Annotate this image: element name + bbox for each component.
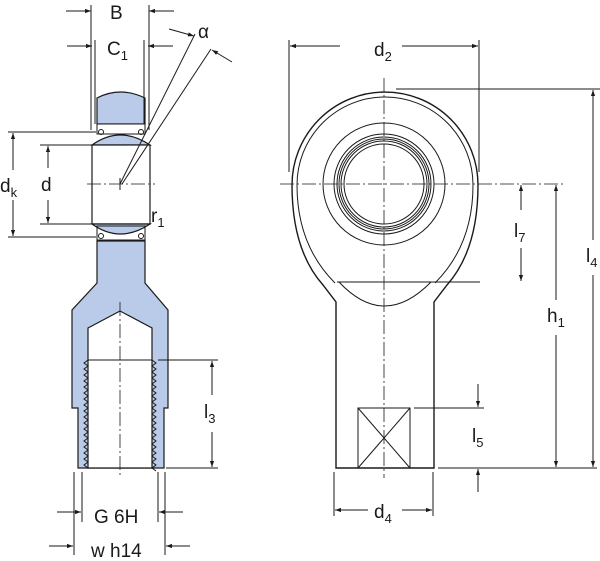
label-r1: r1 <box>151 206 165 230</box>
label-h1: h1 <box>547 306 565 330</box>
housing-top <box>96 91 146 125</box>
eye-outer-outline <box>291 91 479 469</box>
label-alpha: α <box>198 22 209 43</box>
thread-bore <box>87 310 153 469</box>
label-d4: d4 <box>374 502 392 526</box>
label-l4: l4 <box>586 246 597 270</box>
inner-ring-top <box>90 134 152 146</box>
label-l3: l3 <box>204 402 215 426</box>
label-d: d <box>41 175 52 196</box>
inner-ring-bore <box>91 144 151 225</box>
label-wh14: w h14 <box>90 541 142 561</box>
label-l5: l5 <box>472 426 483 450</box>
label-C1: C1 <box>107 39 128 63</box>
thread-left <box>83 359 89 469</box>
thread-right <box>151 359 157 472</box>
label-dk: dk <box>0 176 18 200</box>
label-B: B <box>110 3 123 24</box>
eye-inner-outline <box>296 96 474 284</box>
side-section-view: B C1 α dk d r1 l3 G 6H w h14 <box>0 3 233 561</box>
label-G6H: G 6H <box>94 507 138 528</box>
label-l7: l7 <box>514 221 525 245</box>
front-view: d2 l4 l7 h1 l5 d4 <box>280 40 600 526</box>
label-d2: d2 <box>374 40 392 64</box>
